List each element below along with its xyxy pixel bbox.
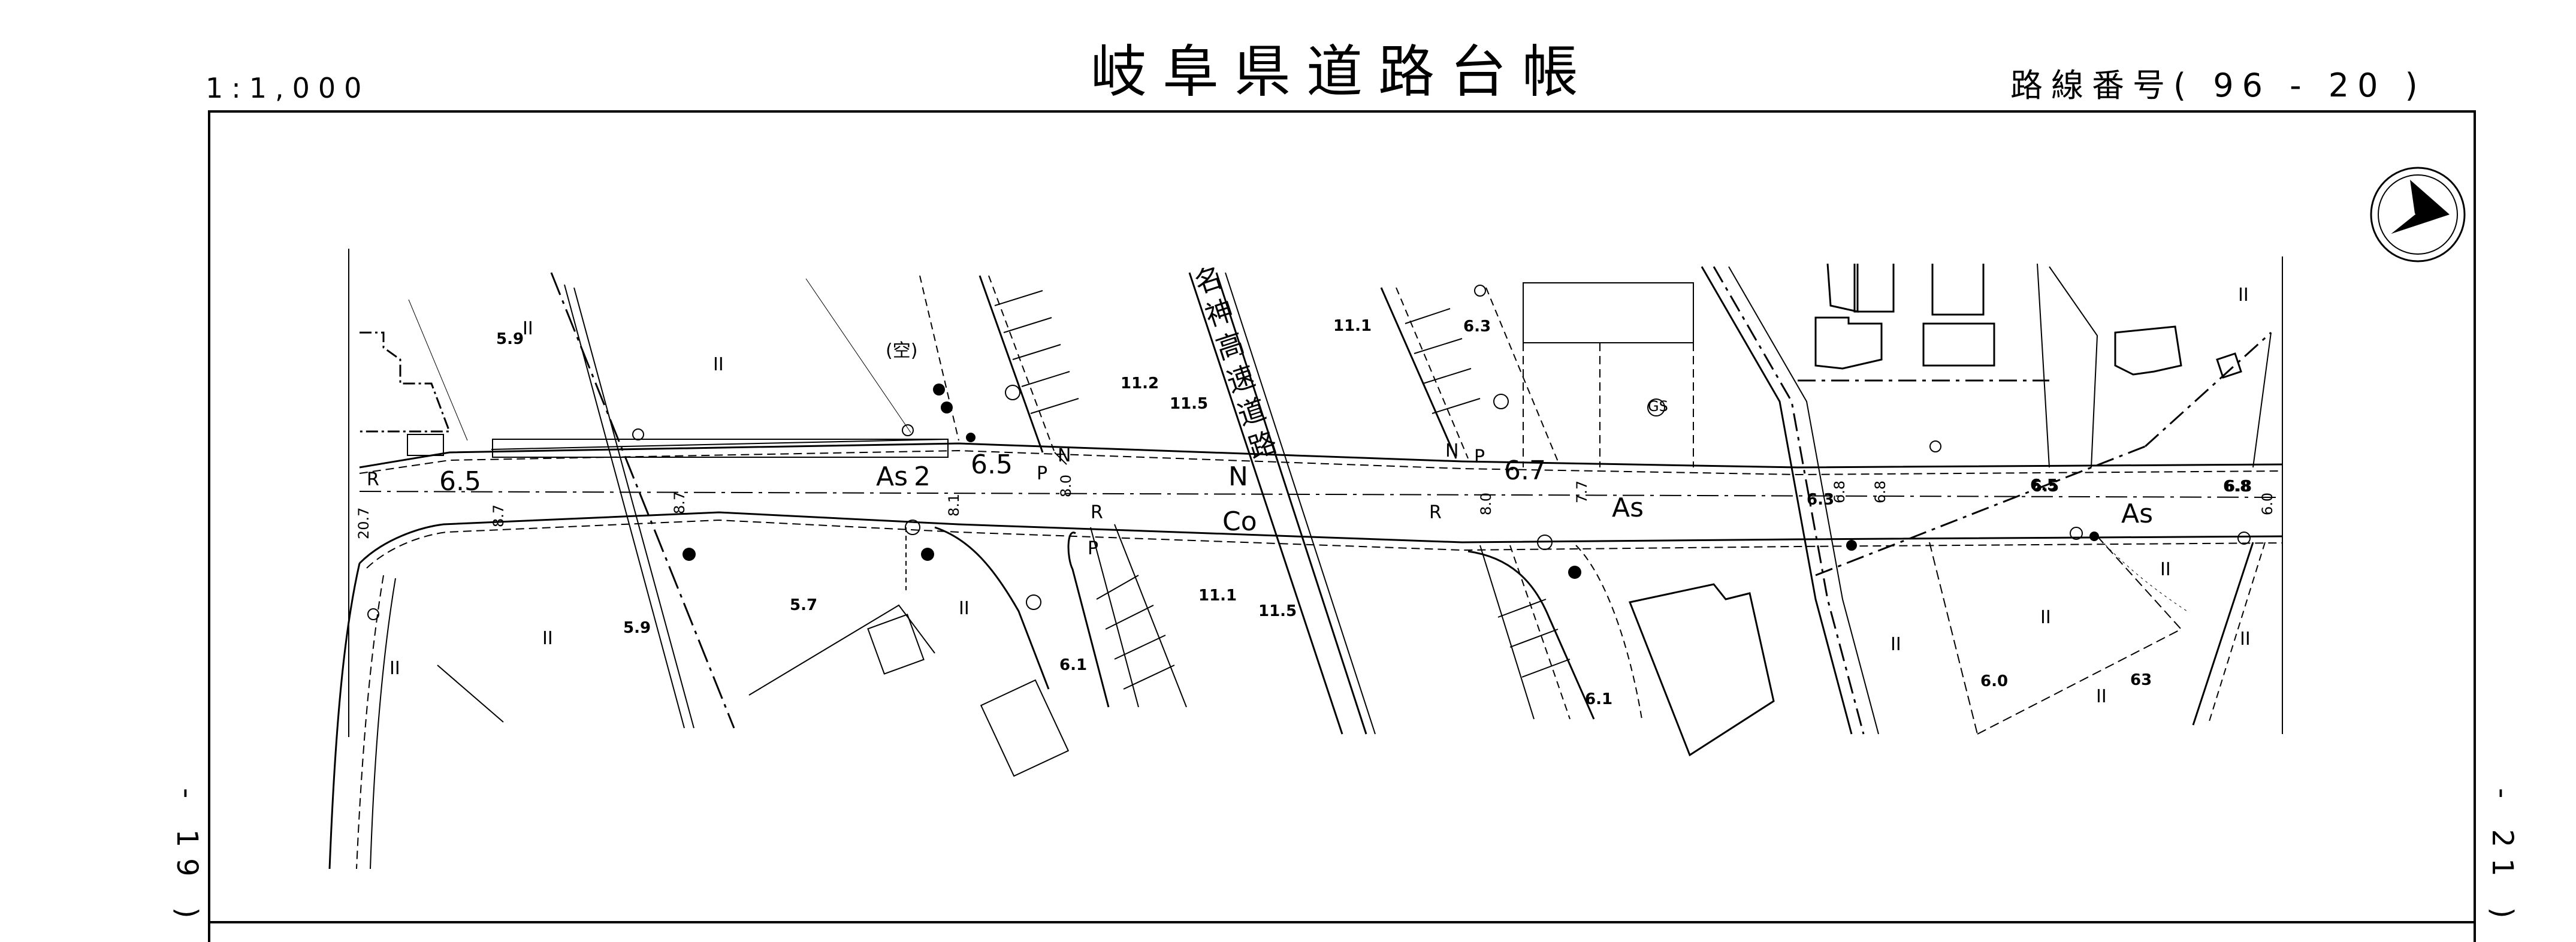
dimension-label: 8.7 bbox=[490, 505, 507, 527]
elevation-point: 6.0 bbox=[1980, 672, 2008, 690]
dimension-label: 6.0 bbox=[2259, 493, 2276, 515]
pavement-asphalt-label: As bbox=[876, 461, 908, 492]
expressway-char: 速 bbox=[1223, 360, 1259, 399]
zone-mark: II bbox=[2240, 629, 2251, 650]
p-mark: P bbox=[1088, 538, 1098, 559]
elevation-point: 63 bbox=[2130, 671, 2152, 689]
map-scale: 1:1,000 bbox=[206, 72, 370, 104]
pavement-asphalt-label: As bbox=[2121, 499, 2153, 529]
buildings-east bbox=[1628, 263, 2242, 757]
parcel-line-1 bbox=[564, 284, 685, 729]
pavement-asphalt-label: As bbox=[1612, 493, 1644, 523]
elevation-point: 11.1 bbox=[1198, 587, 1237, 605]
utility-markers bbox=[682, 384, 2099, 579]
elevation-point: 5.7 bbox=[790, 596, 817, 614]
elevation-point: 5.9 bbox=[496, 330, 524, 348]
north-mark: N bbox=[1228, 461, 1248, 492]
gas-station-label: GS bbox=[1648, 398, 1668, 415]
side-road-far-east bbox=[1701, 263, 2272, 735]
elevation-point: 6.1 bbox=[1059, 656, 1087, 674]
r-mark: R bbox=[367, 469, 379, 490]
r-mark: R bbox=[1429, 502, 1442, 523]
road-width: 6.5 bbox=[439, 466, 481, 497]
elevation-point: 11.1 bbox=[1333, 317, 1372, 335]
dimension-label: 6.8 bbox=[1872, 481, 1889, 503]
meishin-expressway bbox=[1188, 272, 1376, 735]
dimension-label: 8.0 bbox=[1478, 493, 1494, 515]
dimension-label: 7.7 bbox=[1574, 481, 1590, 503]
dimension-label: 8.7 bbox=[671, 491, 688, 514]
elevation-point: 5.9 bbox=[623, 619, 651, 637]
dimension-label: 8.0 bbox=[1058, 475, 1074, 497]
road-width: 6.8 bbox=[2223, 478, 2251, 496]
expressway-char: 道 bbox=[1234, 393, 1270, 432]
main-road-bottom-edge bbox=[358, 511, 2283, 569]
elevation-point: 11.5 bbox=[1170, 395, 1208, 413]
p-mark: P bbox=[1037, 463, 1047, 484]
boundary-line-east-2 bbox=[1815, 445, 2146, 576]
utility-markers-open bbox=[367, 285, 2251, 620]
elevation-point: 6.5 bbox=[2030, 476, 2058, 494]
next-page-reference: - 21 ) bbox=[2486, 788, 2519, 929]
zone-mark: II bbox=[1891, 634, 1901, 655]
west-branch-road bbox=[328, 563, 396, 869]
north-mark: N bbox=[1058, 445, 1071, 466]
building-nw bbox=[360, 331, 451, 433]
road-width: 6.5 bbox=[971, 449, 1013, 480]
previous-page-reference: - 19 ) bbox=[170, 788, 204, 929]
parcel-line-3 bbox=[805, 278, 911, 433]
road-centerline bbox=[359, 491, 2283, 498]
elevation-point: 6.3 bbox=[1463, 318, 1491, 336]
gas-station-lot bbox=[1523, 282, 1694, 467]
parcel-lines-misc bbox=[437, 527, 1070, 777]
parking-stalls-east bbox=[1405, 308, 1571, 678]
zone-mark: II bbox=[713, 354, 724, 375]
parcel-line-4 bbox=[408, 299, 468, 441]
sheet-frame bbox=[208, 110, 2476, 942]
dimension-label: 6.8 bbox=[1831, 481, 1848, 503]
road-width: 2 bbox=[914, 461, 931, 492]
zone-mark: II bbox=[389, 658, 400, 679]
page-title: 岐阜県道路台帳 bbox=[1091, 40, 1594, 105]
elevation-point: 11.2 bbox=[1121, 375, 1159, 393]
boundary-line-1 bbox=[550, 272, 735, 729]
side-road-central bbox=[919, 275, 1187, 708]
zone-mark: II bbox=[959, 598, 970, 619]
pavement-concrete-label: Co bbox=[1222, 506, 1257, 537]
boundary-line-east bbox=[2144, 331, 2272, 448]
elevation-point: 6.3 bbox=[1807, 491, 1834, 509]
road-width: 6.7 bbox=[1504, 455, 1546, 486]
main-road-top-edge bbox=[359, 439, 2283, 476]
elevation-point: 6.8 bbox=[2224, 478, 2252, 496]
parcel-east-lower bbox=[1929, 536, 2182, 735]
zone-mark: II bbox=[523, 318, 533, 339]
zone-mark: II bbox=[2160, 559, 2171, 580]
road-width: 6.5 bbox=[2031, 478, 2059, 496]
expressway-name-label: 名 神 高 速 道 路 bbox=[1191, 261, 1281, 465]
north-mark: N bbox=[1445, 440, 1458, 461]
zone-mark: II bbox=[542, 628, 553, 649]
zone-mark: II bbox=[2096, 686, 2107, 707]
route-number: 路線番号( 96 - 20 ) bbox=[2010, 67, 2426, 104]
zone-marks: II II II II II II II II II II II bbox=[389, 285, 2251, 707]
zone-mark: II bbox=[2238, 285, 2249, 306]
r-mark: R bbox=[1091, 502, 1103, 523]
p-mark: P bbox=[1474, 446, 1485, 467]
north-arrow-icon bbox=[2370, 167, 2466, 262]
elevation-point: 11.5 bbox=[1258, 602, 1297, 620]
vacant-lot-label: (空) bbox=[886, 340, 917, 361]
expressway-char: 路 bbox=[1245, 425, 1281, 465]
dimension-label: 20.7 bbox=[355, 508, 372, 539]
dimension-label: 8.1 bbox=[946, 494, 962, 517]
zone-mark: II bbox=[2040, 607, 2051, 628]
parking-stalls-central bbox=[994, 290, 1175, 690]
elevation-point: 6.1 bbox=[1585, 690, 1612, 708]
dimension-labels: 20.7 8.7 8.7 8.1 8.0 8.0 7.7 6.8 6.8 6.0 bbox=[355, 475, 2276, 539]
parcel-line-2 bbox=[573, 287, 694, 729]
side-road-east bbox=[1380, 287, 1642, 720]
